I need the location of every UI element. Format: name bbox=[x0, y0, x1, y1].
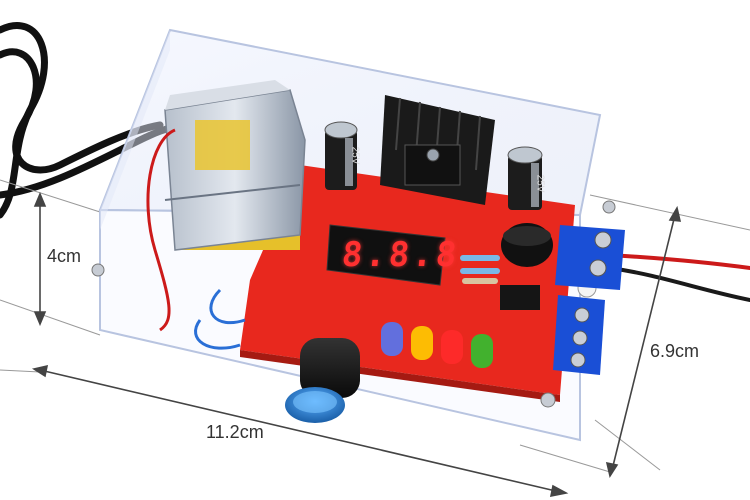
output-wires bbox=[608, 253, 750, 302]
height-dimension-label: 4cm bbox=[47, 246, 82, 266]
height-arrow bbox=[33, 191, 47, 327]
voltage-knob bbox=[285, 338, 360, 423]
buzzer bbox=[501, 223, 553, 267]
width-dimension-label: 6.9cm bbox=[650, 341, 700, 361]
case-screws bbox=[91, 200, 616, 408]
terminal-block-signal bbox=[553, 295, 605, 375]
length-arrow bbox=[31, 364, 569, 498]
led-green bbox=[471, 334, 493, 368]
capacitor-left-marking: 25V bbox=[349, 146, 361, 165]
capacitor-right-marking: 25V bbox=[534, 174, 546, 193]
transformer-wires bbox=[146, 128, 246, 350]
width-arrow bbox=[605, 205, 682, 479]
capacitor-left bbox=[324, 121, 358, 190]
led-yellow bbox=[411, 326, 433, 360]
seven-segment-display bbox=[326, 224, 446, 286]
resistors bbox=[460, 255, 500, 284]
led-red bbox=[441, 330, 463, 364]
terminal-block-output bbox=[555, 225, 625, 290]
capacitor-right bbox=[507, 146, 543, 210]
dimension-lines bbox=[0, 179, 750, 473]
ic-chip bbox=[500, 285, 540, 310]
transformer bbox=[164, 80, 306, 251]
display-digits: 8.8.8 bbox=[339, 235, 462, 275]
length-dimension-label: 11.2cm bbox=[206, 422, 264, 442]
led-blue bbox=[381, 322, 403, 356]
heatsink bbox=[380, 95, 495, 205]
